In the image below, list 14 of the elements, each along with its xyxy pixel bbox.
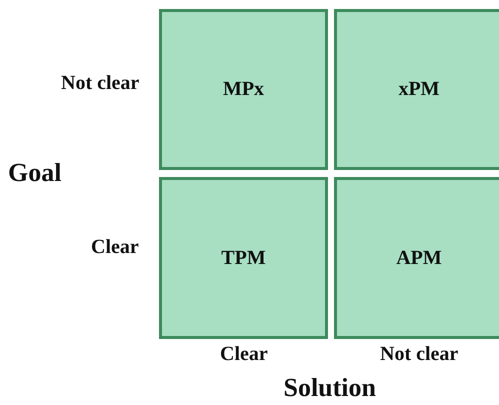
cell-label: MPx: [222, 78, 264, 101]
column-label: Not clear: [380, 343, 458, 366]
axis-title: Solution: [284, 373, 376, 403]
matrix-cell: [159, 9, 328, 170]
axis-title: Goal: [8, 158, 62, 188]
column-label: Clear: [220, 343, 268, 366]
matrix-cell: [334, 9, 499, 170]
row-label: Clear: [91, 236, 139, 259]
cell-label: TPM: [221, 246, 266, 270]
row-label: Not clear: [61, 72, 140, 95]
cell-label: xPM: [398, 78, 440, 101]
matrix-cell: [334, 177, 499, 339]
matrix-cell: [159, 177, 328, 339]
cell-label: APM: [396, 246, 442, 270]
